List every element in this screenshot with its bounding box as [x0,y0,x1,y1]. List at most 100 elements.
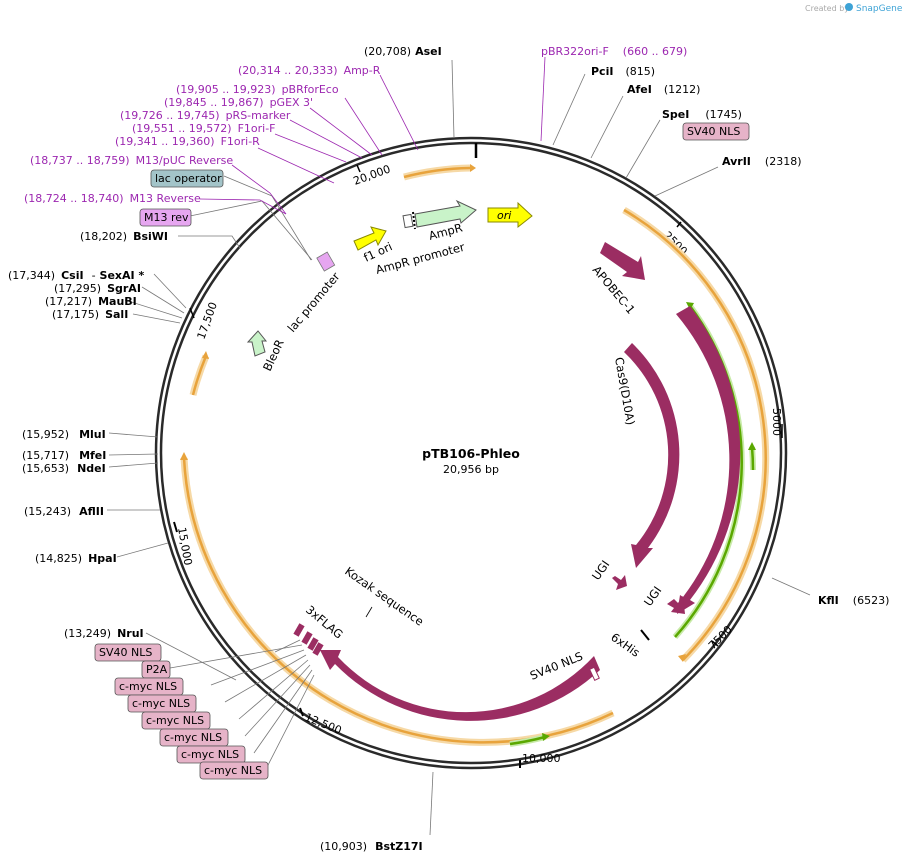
leader-cmyc5 [253,669,313,754]
snapgene-brand: SnapGene [856,4,903,14]
f1-ori-feature [353,226,387,251]
primer-ampr[interactable]: (20,314 .. 20,333)Amp-R [238,64,381,77]
cmyc-nls-label-5: c-myc NLS [181,748,239,761]
ascpf1-feature [320,650,600,721]
site-bsiwi-pos: (18,202) [80,230,127,243]
leader-cmyc1 [210,649,305,686]
leader-cmyc2 [224,654,307,703]
site-sali[interactable]: (17,175)SalI [52,308,128,321]
site-aflii[interactable]: (15,243) AflII [24,505,104,518]
site-asei[interactable]: (20,708) AseI [364,45,442,58]
primer-f1ori-r[interactable]: (19,341 .. 19,360)F1ori-R [115,135,260,148]
site-mlui-pos: (15,952) [22,428,69,441]
tick-label-12500: 12,500 [303,711,344,737]
ampr-boundary [412,211,416,230]
primer-m13-puc-reverse[interactable]: (18,737 .. 18,759)M13/pUC Reverse [30,154,233,167]
site-asei-pos: (20,708) [364,45,411,58]
plasmid-size: 20,956 bp [443,463,499,476]
leader-asei [451,59,455,139]
cas9-label: Cas9 [713,436,727,464]
primer-pbrforeco-range: (19,905 .. 19,923) [176,83,276,96]
tick-15000 [173,521,178,533]
site-sgrai[interactable]: (17,295)SgrAI [54,282,141,295]
flag-stack-bar-2 [301,631,313,645]
cmyc-nls-box-6[interactable] [199,761,269,780]
created-by-text: Created by [805,4,849,13]
bleor-feature [246,330,268,357]
leader-cmyc6 [265,674,315,770]
backbone-outer-ring [154,136,788,770]
site-aflii-name: AflII [79,505,104,518]
feature-arrows: ori AmpR AmpR promoter f1 ori BleoR lac … [246,199,741,721]
tick-17500 [189,307,195,319]
site-aflii-pos: (15,243) [24,505,71,518]
primer-pbrforeco[interactable]: (19,905 .. 19,923) pBRforEco [176,83,339,96]
site-pcii-name: PciI [591,65,613,78]
kozak-leader [365,606,373,618]
site-mfei[interactable]: (15,717)MfeI [22,449,106,462]
site-kfli[interactable]: KflI(6523) [818,594,889,607]
primer-pgex-name: pGEX 3' [270,96,314,109]
tick-2500 [676,221,682,228]
site-pcii-pos: (815) [625,65,655,78]
primer-m13rev-name: M13 Reverse [130,192,201,205]
site-nrui[interactable]: (13,249)NruI [64,627,144,640]
site-csii[interactable]: (17,344)CsiI-SexAI * [8,269,144,282]
primer-pbr322ori[interactable]: pBR322ori-F(660 .. 679) [541,45,687,58]
snapgene-logo-icon [845,3,853,11]
primer-leader-f1orir [257,147,335,184]
primer-leader-m13puc [231,164,287,215]
green-arc-bottom-head [542,733,550,741]
lac-region-feature [316,251,336,272]
site-pcii[interactable]: PciI (815) [591,65,655,78]
site-hpai-pos: (14,825) [35,552,82,565]
site-asei-name: AseI [415,45,442,58]
sv40-nls-left-box[interactable] [94,643,162,662]
flag-stack-bar-1 [293,623,305,637]
site-avrii[interactable]: AvrII(2318) [722,155,801,168]
orf-arc-left-head [202,351,209,359]
cas9-d10a-label: Cas9(D10A) [612,356,638,426]
site-ndei[interactable]: (15,653)NdeI [22,462,106,475]
site-mlui[interactable]: (15,952) MluI [22,428,106,441]
sv40-nls-top-box[interactable] [682,122,750,141]
tick-20000 [356,164,361,173]
site-csii-name: CsiI [61,269,83,282]
lac-operator-box[interactable] [150,169,224,188]
cmyc-nls-label-3: c-myc NLS [146,714,204,727]
plasmid-name: pTB106-Phleo [422,446,520,461]
site-afei[interactable]: AfeI(1212) [627,83,700,96]
leader-ndei [108,462,159,468]
ugi-label-2: UGI [641,584,664,609]
site-mlui-name: MluI [79,428,106,441]
ori-label: ori [497,209,511,222]
primer-pgex[interactable]: (19,845 .. 19,867)pGEX 3' [164,96,313,109]
site-bstz17i[interactable]: (10,903)BstZ17I [320,840,423,853]
primer-f1orir-range: (19,341 .. 19,360) [115,135,215,148]
m13-rev-box[interactable] [139,208,192,227]
tick-label-5000: 5000 [770,408,783,436]
site-afei-name: AfeI [627,83,652,96]
primer-f1ori-f[interactable]: (19,551 .. 19,572)F1ori-F [132,122,276,135]
orf-arc-top [403,166,471,179]
primer-leader-pgex [309,107,373,156]
primer-m13-reverse[interactable]: (18,724 .. 18,740)M13 Reverse [24,192,201,205]
tick-label-15000: 15,000 [175,526,194,566]
site-kfli-name: KflI [818,594,839,607]
leader-kfli [771,577,811,596]
apobec1-feature [600,242,645,280]
leader-maubi [124,299,183,319]
primer-prs-marker[interactable]: (19,726 .. 19,745)pRS-marker [120,109,291,122]
site-spei[interactable]: SpeI(1745) [662,108,742,121]
primer-prs-name: pRS-marker [226,109,291,122]
site-hpai[interactable]: (14,825)HpaI [35,552,117,565]
ticks [173,164,783,768]
site-bsiwi[interactable]: (18,202)BsiWI [80,230,168,243]
ampr-feature [414,199,477,228]
site-maubi[interactable]: (17,217)MauBI [45,295,137,308]
primer-leader-f1orif [274,133,347,163]
cas9-d10a-feature [624,343,680,568]
primer-leader-m13rev [199,198,287,215]
primer-pbrforeco-name: pBRforEco [282,83,339,96]
leader-csii [153,273,187,309]
